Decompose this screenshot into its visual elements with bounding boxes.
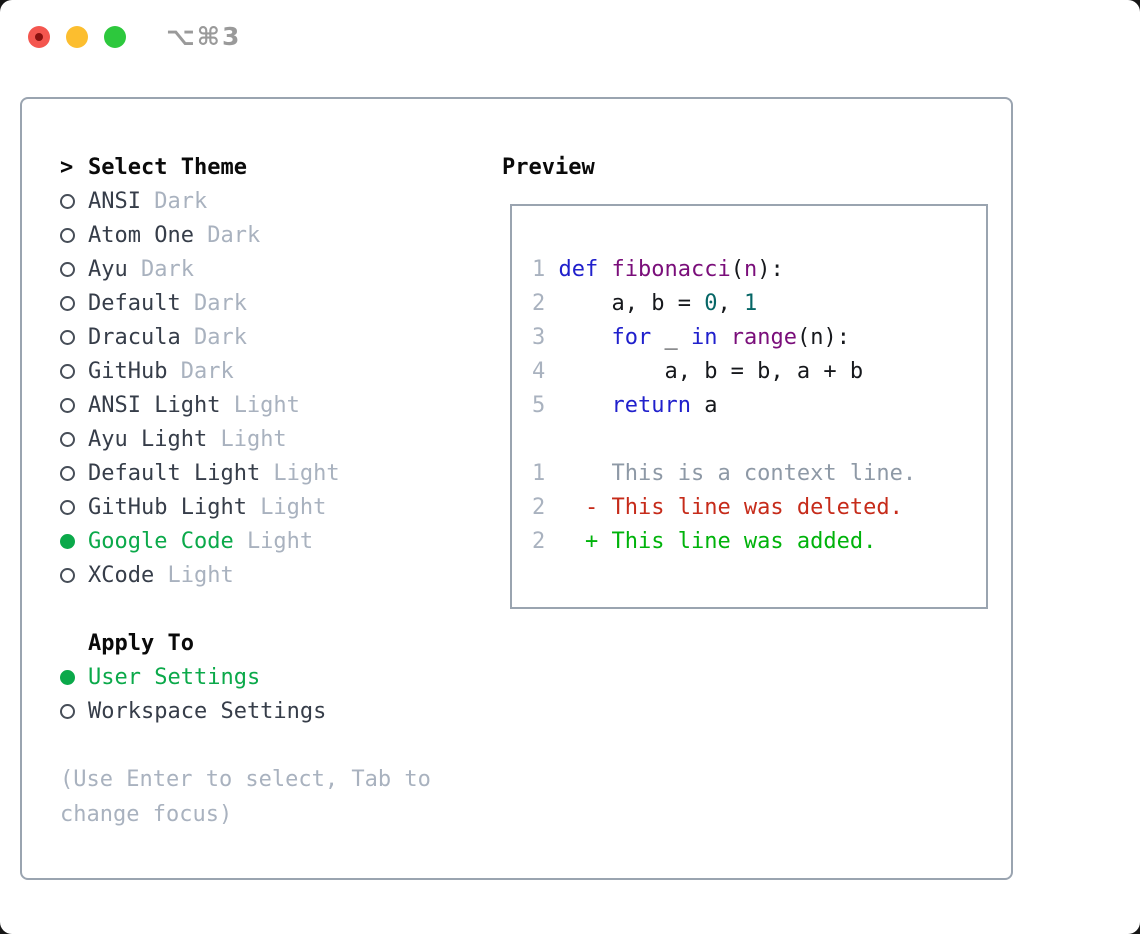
- theme-variant-label: Light: [233, 392, 300, 418]
- radio-icon: [60, 329, 75, 345]
- radio-icon: [60, 431, 75, 447]
- theme-variant-label: Dark: [207, 222, 261, 248]
- minimize-button-icon[interactable]: [66, 26, 88, 48]
- theme-variant-label: Dark: [193, 290, 247, 316]
- line-number: 3: [532, 324, 559, 350]
- code-line-1: 1 def fibonacci(n):: [532, 256, 784, 282]
- apply-to-header: Apply To: [88, 630, 194, 656]
- code-line-2: 2 a, b = 0, 1: [532, 290, 758, 316]
- radio-icon: [60, 295, 75, 311]
- radio-icon: [60, 363, 75, 379]
- theme-variant-label: Dark: [140, 256, 194, 282]
- cursor-icon: >: [60, 154, 74, 180]
- zoom-button-icon[interactable]: [104, 26, 126, 48]
- diff-deleted-line: 2 - This line was deleted.: [532, 494, 903, 520]
- line-number: 5: [532, 392, 559, 418]
- preview-code-box: 1 def fibonacci(n): 2 a, b = 0, 1 3 for …: [510, 204, 988, 609]
- radio-selected-icon: [60, 669, 75, 685]
- line-number: 2: [532, 494, 559, 520]
- radio-icon: [60, 567, 75, 583]
- code-line-4: 4 a, b = b, a + b: [532, 358, 864, 384]
- radio-icon: [60, 499, 75, 515]
- theme-variant-label: Light: [273, 460, 340, 486]
- line-number: 2: [532, 528, 559, 554]
- theme-variant-label: Light: [220, 426, 287, 452]
- theme-variant-label: Dark: [154, 188, 208, 214]
- preview-header: Preview: [502, 154, 595, 180]
- help-text-line1: (Use Enter to select, Tab to: [60, 766, 431, 792]
- line-number: 2: [532, 290, 559, 316]
- theme-variant-label: Light: [246, 528, 314, 554]
- line-number: 1: [532, 460, 559, 486]
- radio-selected-icon: [60, 533, 75, 549]
- apply-option-workspace-settings[interactable]: Workspace Settings: [60, 694, 326, 728]
- theme-variant-label: Light: [260, 494, 327, 520]
- code-line-3: 3 for _ in range(n):: [532, 324, 850, 350]
- code-line-5: 5 return a: [532, 392, 718, 418]
- radio-icon: [60, 397, 75, 413]
- help-text-line2: change focus): [60, 801, 233, 827]
- close-dot-icon: [35, 33, 43, 41]
- radio-icon: [60, 193, 75, 209]
- line-number: 4: [532, 358, 559, 384]
- radio-icon: [60, 227, 75, 243]
- theme-variant-label: Light: [167, 562, 234, 588]
- theme-selector-header: > Select Theme: [60, 150, 247, 184]
- apply-option-user-settings[interactable]: User Settings: [60, 660, 260, 694]
- diff-added-line: 2 + This line was added.: [532, 528, 877, 554]
- window-title: ⌥⌘3: [166, 22, 242, 51]
- diff-context-line: 1 This is a context line.: [532, 460, 917, 486]
- radio-icon: [60, 261, 75, 277]
- titlebar: ⌥⌘3: [0, 0, 1140, 75]
- theme-variant-label: Dark: [180, 358, 234, 384]
- theme-variant-label: Dark: [193, 324, 247, 350]
- radio-icon: [60, 703, 75, 719]
- line-number: 1: [532, 256, 559, 282]
- select-theme-title: Select Theme: [88, 154, 247, 180]
- radio-icon: [60, 465, 75, 481]
- close-button-icon[interactable]: [28, 26, 50, 48]
